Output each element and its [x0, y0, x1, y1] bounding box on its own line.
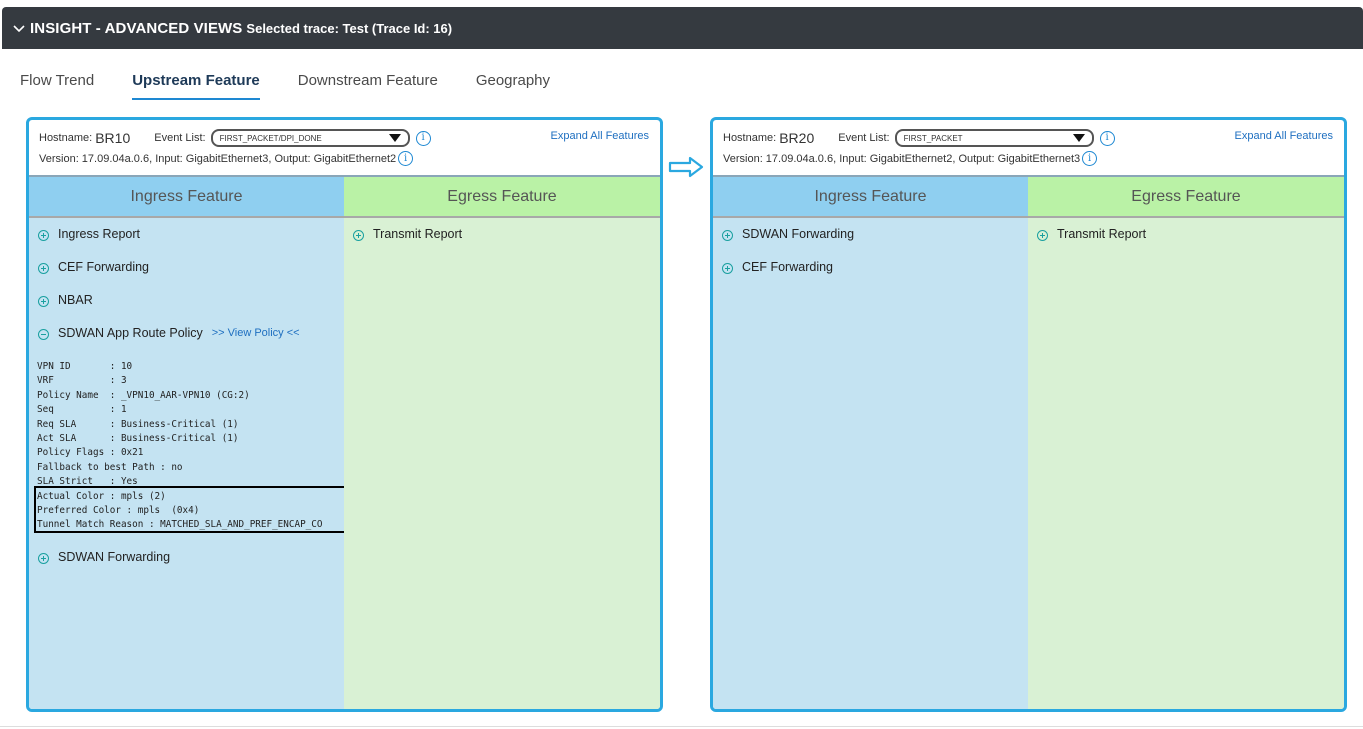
expand-plus-icon[interactable]	[38, 263, 49, 274]
egress-feature-header: Egress Feature	[1028, 177, 1344, 218]
version-text: Version: 17.09.04a.0.6, Input: GigabitEt…	[39, 152, 397, 165]
feature-columns: Ingress Feature SDWAN Forwarding CEF For…	[713, 175, 1344, 709]
event-list-select[interactable]: FIRST_PACKET	[894, 129, 1094, 147]
event-list-select[interactable]: FIRST_PACKET/DPI_DONE	[210, 129, 410, 147]
tab-bar: Flow Trend Upstream Feature Downstream F…	[20, 70, 588, 100]
device-info: Hostname: BR10 Event List: FIRST_PACKET/…	[29, 120, 660, 175]
feature-cef-forwarding[interactable]: CEF Forwarding	[38, 260, 149, 274]
hostname-value: BR20	[779, 130, 815, 146]
feature-nbar[interactable]: NBAR	[38, 293, 93, 307]
feature-label: Transmit Report	[373, 227, 463, 241]
feature-label: CEF Forwarding	[58, 260, 149, 274]
feature-transmit-report[interactable]: Transmit Report	[1037, 227, 1146, 241]
info-icon[interactable]: i	[1099, 130, 1115, 146]
info-icon[interactable]: i	[415, 130, 431, 146]
expand-plus-icon[interactable]	[1037, 230, 1048, 241]
event-list-label: Event List:	[154, 132, 206, 144]
tab-downstream-feature[interactable]: Downstream Feature	[297, 72, 438, 89]
expand-plus-icon[interactable]	[38, 296, 49, 307]
version-text: Version: 17.09.04a.0.6, Input: GigabitEt…	[723, 152, 1081, 165]
feature-label: SDWAN Forwarding	[58, 550, 171, 564]
expand-plus-icon[interactable]	[722, 263, 733, 274]
info-icon[interactable]: i	[398, 151, 414, 166]
ingress-column: Ingress Feature SDWAN Forwarding CEF For…	[713, 177, 1028, 709]
policy-details: VPN ID : 10 VRF : 3 Policy Name : _VPN10…	[37, 361, 323, 531]
expand-plus-icon[interactable]	[353, 230, 364, 241]
feature-ingress-report[interactable]: Ingress Report	[38, 227, 140, 241]
dropdown-arrow-icon	[388, 134, 401, 142]
divider	[0, 726, 1363, 727]
chevron-down-icon[interactable]	[8, 17, 30, 39]
feature-label: Ingress Report	[58, 227, 140, 241]
feature-label: Transmit Report	[1057, 227, 1147, 241]
expand-all-features-link[interactable]: Expand All Features	[550, 130, 649, 142]
event-list-value: FIRST_PACKET	[903, 133, 963, 143]
event-list-label: Event List:	[838, 132, 890, 144]
feature-sdwan-forwarding[interactable]: SDWAN Forwarding	[38, 550, 170, 564]
info-icon[interactable]: i	[1082, 151, 1098, 166]
flow-arrow-icon	[668, 156, 704, 178]
highlight-box	[34, 486, 346, 533]
collapse-minus-icon[interactable]	[38, 329, 49, 340]
expand-plus-icon[interactable]	[38, 230, 49, 241]
feature-label: SDWAN Forwarding	[742, 227, 855, 241]
expand-plus-icon[interactable]	[38, 553, 49, 564]
feature-sdwan-app-route-policy[interactable]: SDWAN App Route Policy >> View Policy <<	[38, 326, 300, 340]
feature-label: NBAR	[58, 293, 93, 307]
tab-flow-trend[interactable]: Flow Trend	[20, 72, 95, 89]
feature-label: CEF Forwarding	[742, 260, 833, 274]
expand-all-features-link[interactable]: Expand All Features	[1234, 130, 1333, 142]
panel-header[interactable]: INSIGHT - ADVANCED VIEWS Selected trace:…	[2, 7, 1363, 49]
feature-sdwan-forwarding[interactable]: SDWAN Forwarding	[722, 227, 854, 241]
hostname-value: BR10	[95, 130, 131, 146]
device-info: Hostname: BR20 Event List: FIRST_PACKET …	[713, 120, 1344, 175]
selected-trace: Selected trace: Test (Trace Id: 16)	[246, 20, 453, 36]
ingress-feature-header: Ingress Feature	[29, 177, 344, 218]
device-card-br20: Hostname: BR20 Event List: FIRST_PACKET …	[710, 117, 1347, 712]
event-list-value: FIRST_PACKET/DPI_DONE	[219, 133, 322, 143]
panel-title: INSIGHT - ADVANCED VIEWS	[30, 19, 243, 37]
feature-transmit-report[interactable]: Transmit Report	[353, 227, 462, 241]
tab-geography[interactable]: Geography	[475, 72, 551, 89]
egress-column: Egress Feature Transmit Report	[344, 177, 660, 709]
tab-upstream-feature[interactable]: Upstream Feature	[132, 70, 260, 100]
expand-plus-icon[interactable]	[722, 230, 733, 241]
feature-columns: Ingress Feature Ingress Report CEF Forwa…	[29, 175, 660, 709]
device-card-br10: Hostname: BR10 Event List: FIRST_PACKET/…	[26, 117, 663, 712]
egress-feature-header: Egress Feature	[344, 177, 660, 218]
dropdown-arrow-icon	[1072, 134, 1085, 142]
ingress-feature-header: Ingress Feature	[713, 177, 1028, 218]
feature-cef-forwarding[interactable]: CEF Forwarding	[722, 260, 833, 274]
hostname-label: Hostname:	[723, 132, 777, 144]
ingress-column: Ingress Feature Ingress Report CEF Forwa…	[29, 177, 346, 709]
feature-label: SDWAN App Route Policy	[58, 326, 203, 340]
view-policy-link[interactable]: >> View Policy <<	[211, 327, 300, 339]
egress-column: Egress Feature Transmit Report	[1028, 177, 1344, 709]
hostname-label: Hostname:	[39, 132, 93, 144]
